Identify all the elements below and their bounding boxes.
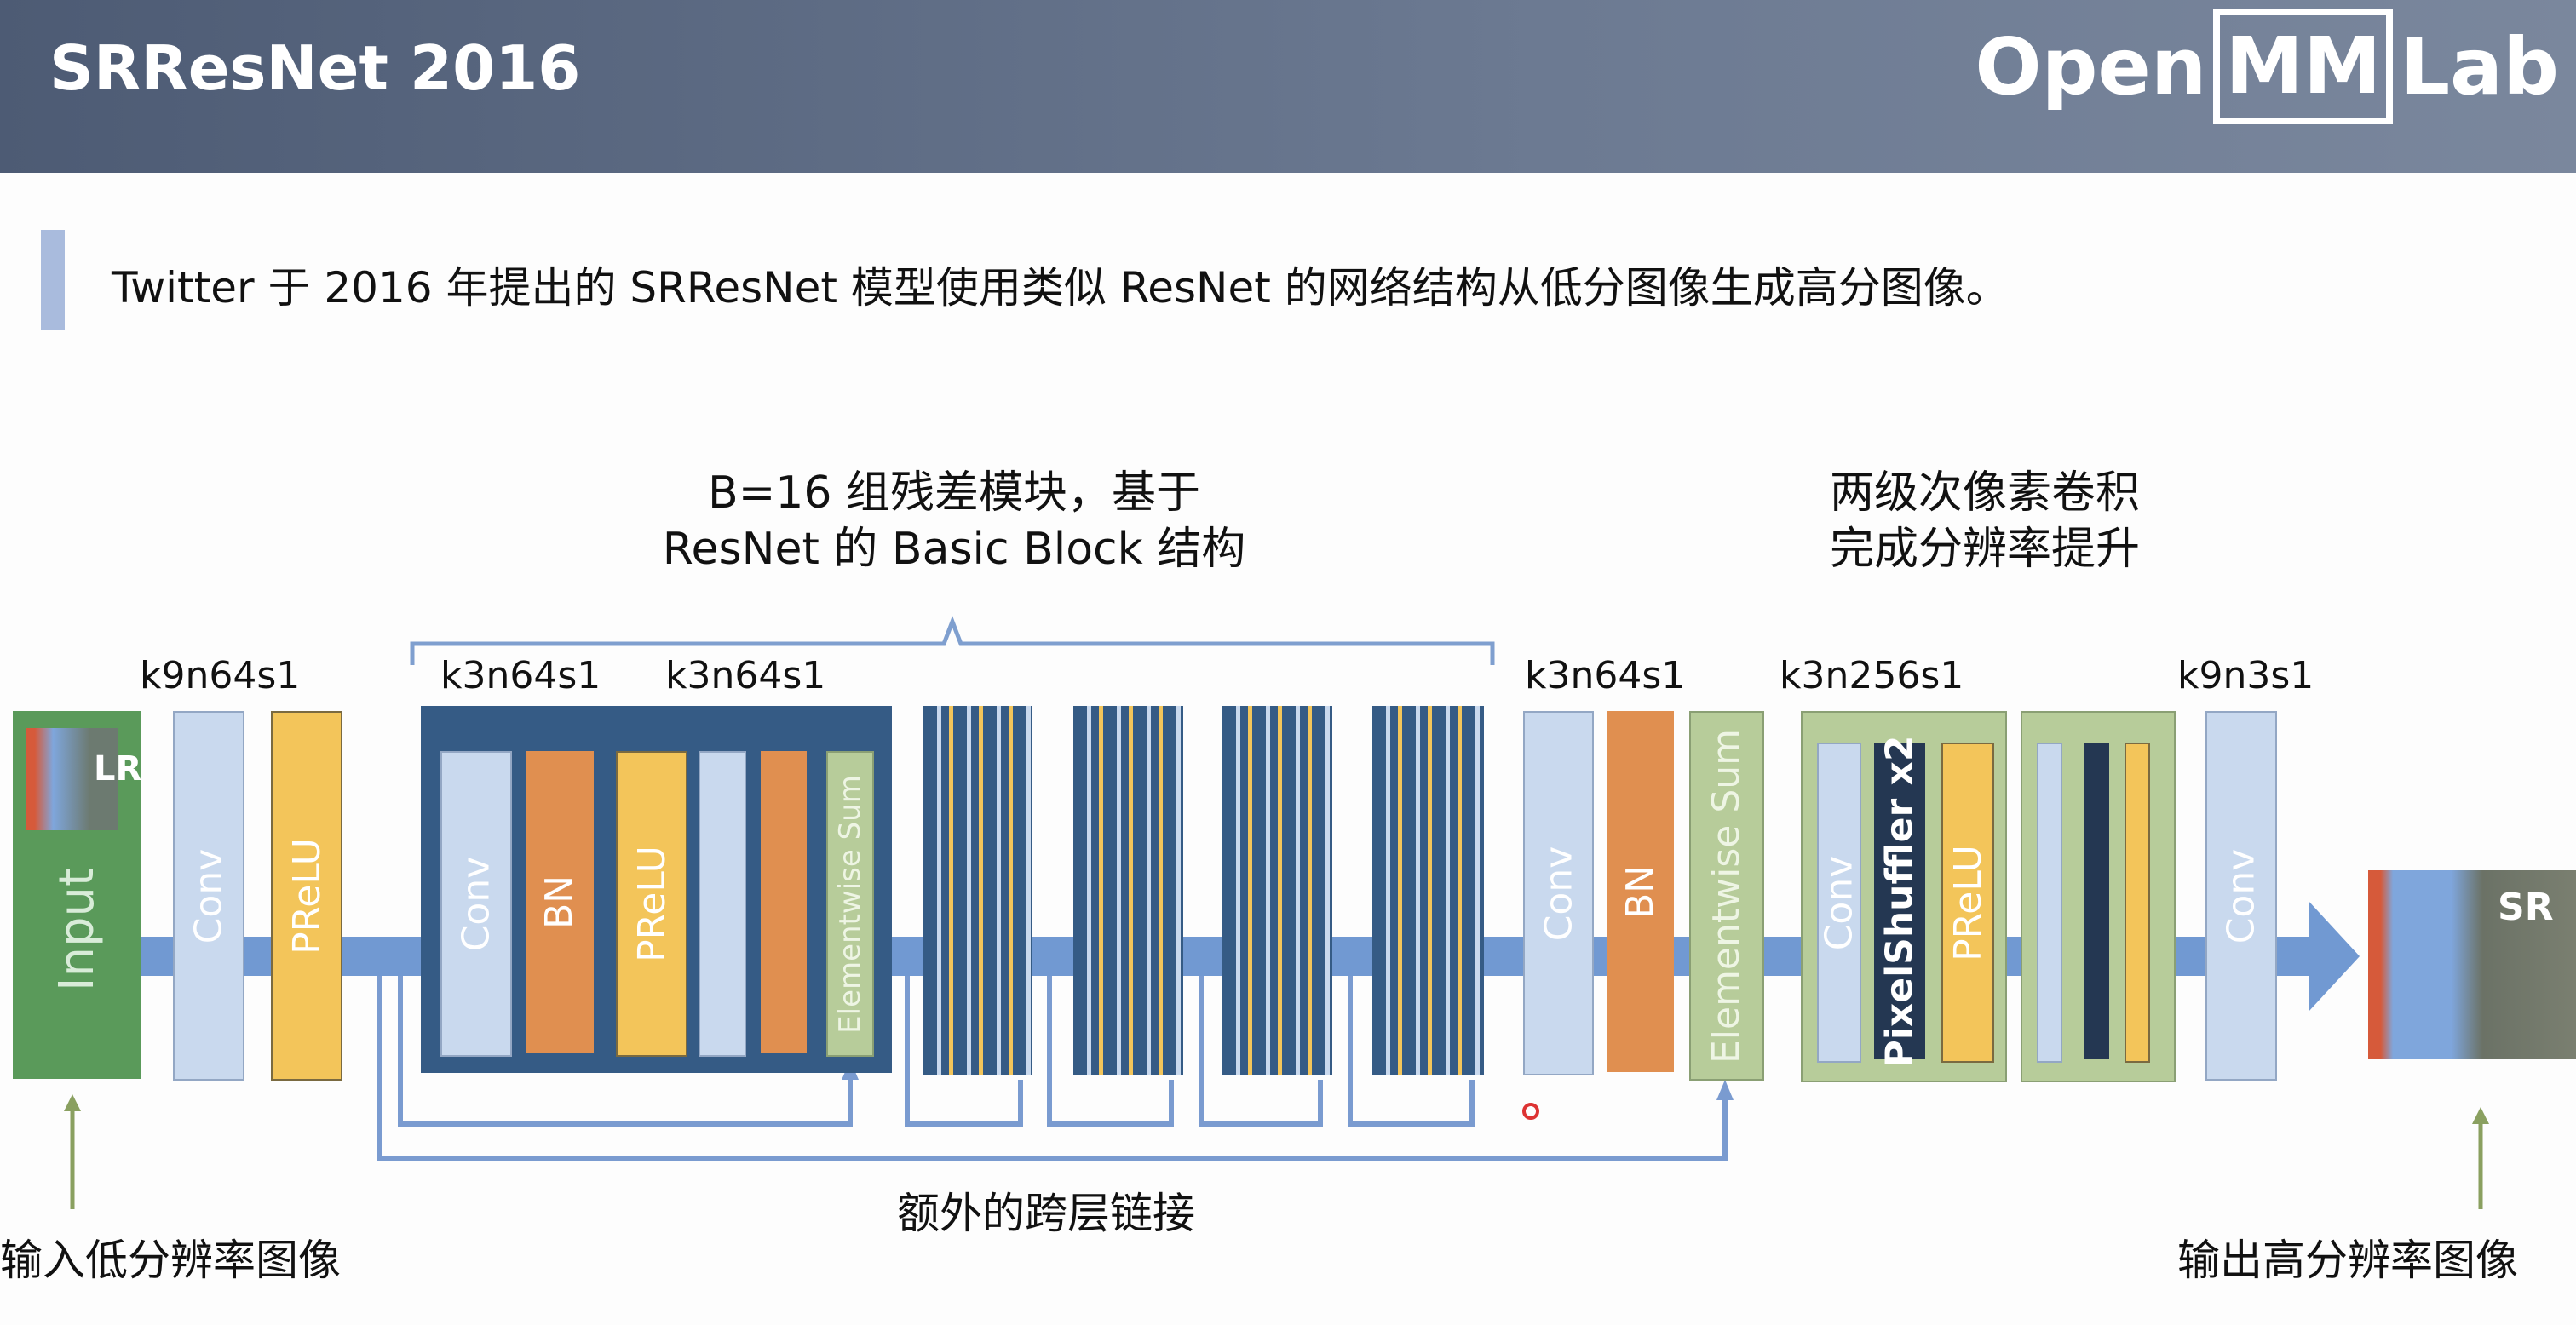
conv-layer: Conv xyxy=(173,711,244,1081)
layer-label: PReLU xyxy=(285,837,329,955)
kernel-label: k3n64s1 xyxy=(665,654,826,697)
conv-layer: Conv xyxy=(1817,743,1861,1063)
accent-bar xyxy=(41,230,65,330)
bn-layer: BN xyxy=(1607,711,1674,1072)
esum-layer: Elementwise Sum xyxy=(1689,711,1764,1081)
layer-label: BN xyxy=(1618,864,1662,919)
pixelshuffler-small xyxy=(2084,743,2109,1059)
kernel-label: k9n64s1 xyxy=(140,654,301,697)
sr-label: SR xyxy=(2498,886,2554,929)
kernel-label: k3n256s1 xyxy=(1780,654,1964,697)
caption-line: B=16 组残差模块，基于 xyxy=(708,467,1200,519)
residual-block-3 xyxy=(1073,706,1183,1075)
logo-mm: MM xyxy=(2213,9,2394,124)
layer-label: PixelShuffler x2 xyxy=(1877,735,1922,1067)
layer-label: Elementwise Sum xyxy=(833,774,867,1034)
prelu-layer: PReLU xyxy=(616,751,687,1057)
prelu-layer: PReLU xyxy=(271,711,342,1081)
conv-layer-2 xyxy=(699,751,746,1057)
layer-label: Elementwise Sum xyxy=(1705,728,1749,1064)
layer-label: Conv xyxy=(454,856,498,952)
output-caption: 输出高分辨率图像 xyxy=(2177,1236,2518,1285)
caption-line: ResNet 的 Basic Block 结构 xyxy=(662,524,1246,575)
kernel-label: k3n64s1 xyxy=(440,654,601,697)
conv-layer: Conv xyxy=(1523,711,1594,1075)
residual-block-4 xyxy=(1222,706,1332,1075)
prelu-small xyxy=(2125,743,2150,1063)
layer-label: Conv xyxy=(1537,846,1581,941)
cursor-dot xyxy=(1522,1103,1539,1120)
lr-image xyxy=(26,728,118,830)
layer-label: BN xyxy=(538,875,582,930)
pixelshuffler-layer: PixelShuffler x2 xyxy=(1874,735,1925,1067)
conv-layer-small xyxy=(2037,743,2062,1063)
esum-layer: Elementwise Sum xyxy=(826,751,874,1057)
layer-label: Conv xyxy=(1817,855,1861,950)
conv-layer: Conv xyxy=(440,751,512,1057)
final-conv-layer: Conv xyxy=(2205,711,2277,1081)
header-bar xyxy=(0,0,2576,173)
bn-layer-2 xyxy=(761,751,807,1053)
residual-block-2 xyxy=(923,706,1032,1075)
upsample-caption: 两级次像素卷积完成分辨率提升 xyxy=(1644,465,2326,577)
input-caption: 输入低分辨率图像 xyxy=(0,1236,341,1285)
layer-label: Conv xyxy=(187,848,231,944)
input-layer: LR Input xyxy=(13,711,141,1079)
subtitle: Twitter 于 2016 年提出的 SRResNet 模型使用类似 ResN… xyxy=(112,263,2009,313)
main-arrowhead xyxy=(2309,901,2360,1012)
bn-layer: BN xyxy=(526,751,594,1053)
logo-text: Open xyxy=(1975,20,2207,112)
caption-line: 完成分辨率提升 xyxy=(1829,524,2140,575)
prelu-layer: PReLU xyxy=(1941,743,1994,1063)
lr-label: LR xyxy=(94,749,142,789)
caption-line: 两级次像素卷积 xyxy=(1829,467,2140,519)
input-label: Input xyxy=(49,867,105,991)
kernel-label: k9n3s1 xyxy=(2177,654,2314,697)
layer-label: PReLU xyxy=(630,846,674,962)
logo-text-lab: Lab xyxy=(2400,20,2559,112)
kernel-label: k3n64s1 xyxy=(1525,654,1686,697)
skip-caption: 额外的跨层链接 xyxy=(897,1189,1195,1238)
slide-title: SRResNet 2016 xyxy=(49,32,581,104)
layer-label: Conv xyxy=(2219,848,2263,944)
bracket xyxy=(410,616,1495,665)
sr-image xyxy=(2368,870,2576,1059)
residual-block-16 xyxy=(1372,706,1484,1075)
layer-label: PReLU xyxy=(1946,844,1990,961)
